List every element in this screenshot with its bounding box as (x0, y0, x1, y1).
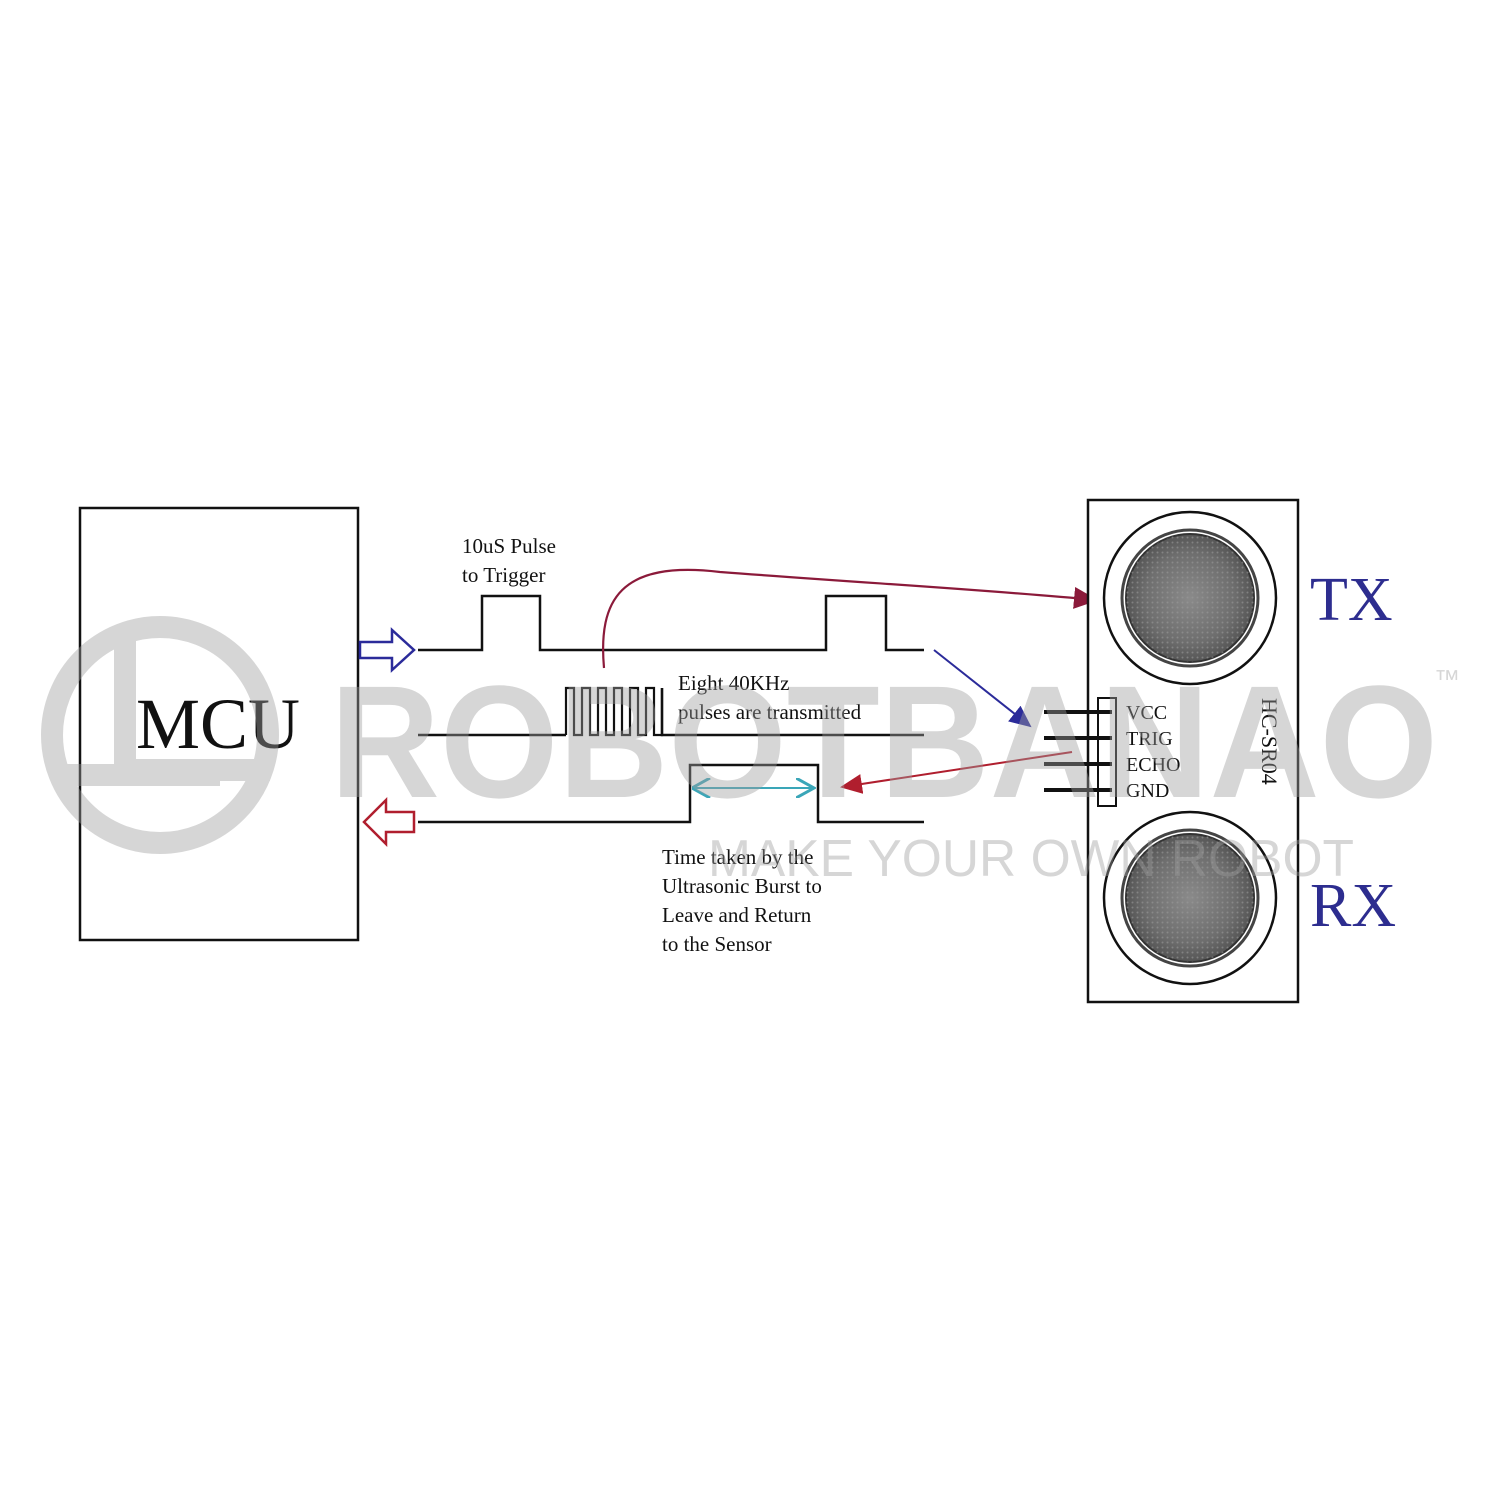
tx-label: TX (1310, 566, 1393, 634)
trigger-note-line1: 10uS Pulse (462, 534, 556, 558)
echo-signal-line (418, 763, 924, 824)
sensor-model-label: HC-SR04 (1257, 698, 1282, 785)
watermark-brand: ROBOTBANAO (330, 652, 1438, 831)
echo-note-line2: Ultrasonic Burst to (662, 874, 822, 898)
pin-header (1097, 697, 1117, 807)
trigger-signal-line (418, 594, 924, 652)
echo-pin-to-echo-line-arrow (840, 751, 1073, 794)
watermark-logo-icon (41, 616, 279, 854)
burst-to-tx-curve (602, 568, 1099, 669)
echo-note-line4: to the Sensor (662, 932, 772, 956)
pin-label-gnd: GND (1126, 780, 1169, 802)
tx-transducer (1102, 510, 1278, 686)
burst-baseline-right (660, 688, 924, 737)
pin-label-vcc: VCC (1126, 702, 1167, 724)
rx-transducer (1102, 810, 1278, 986)
echo-input-arrow (362, 796, 416, 848)
echo-note-line1: Time taken by the (662, 845, 813, 869)
burst-pulse-train (564, 686, 664, 737)
watermark: ROBOTBANAO ™ MAKE YOUR OWN ROBOT (41, 616, 1460, 888)
trigger-output-arrow (358, 627, 416, 673)
mcu-box (78, 506, 360, 942)
burst-note-line2: pulses are transmitted (678, 700, 862, 724)
echo-note-line3: Leave and Return (662, 903, 812, 927)
burst-note-line1: Eight 40KHz (678, 671, 789, 695)
trigger-to-trig-pin-arrow (933, 649, 1032, 728)
trigger-note-line2: to Trigger (462, 563, 545, 587)
mcu-label: MCU (136, 684, 300, 764)
watermark-trademark: ™ (1434, 664, 1460, 694)
pin-leads (1044, 710, 1112, 792)
pin-label-trig: TRIG (1126, 728, 1173, 750)
pin-label-echo: ECHO (1126, 754, 1180, 776)
watermark-tagline: MAKE YOUR OWN ROBOT (708, 830, 1354, 888)
rx-label: RX (1310, 872, 1396, 940)
